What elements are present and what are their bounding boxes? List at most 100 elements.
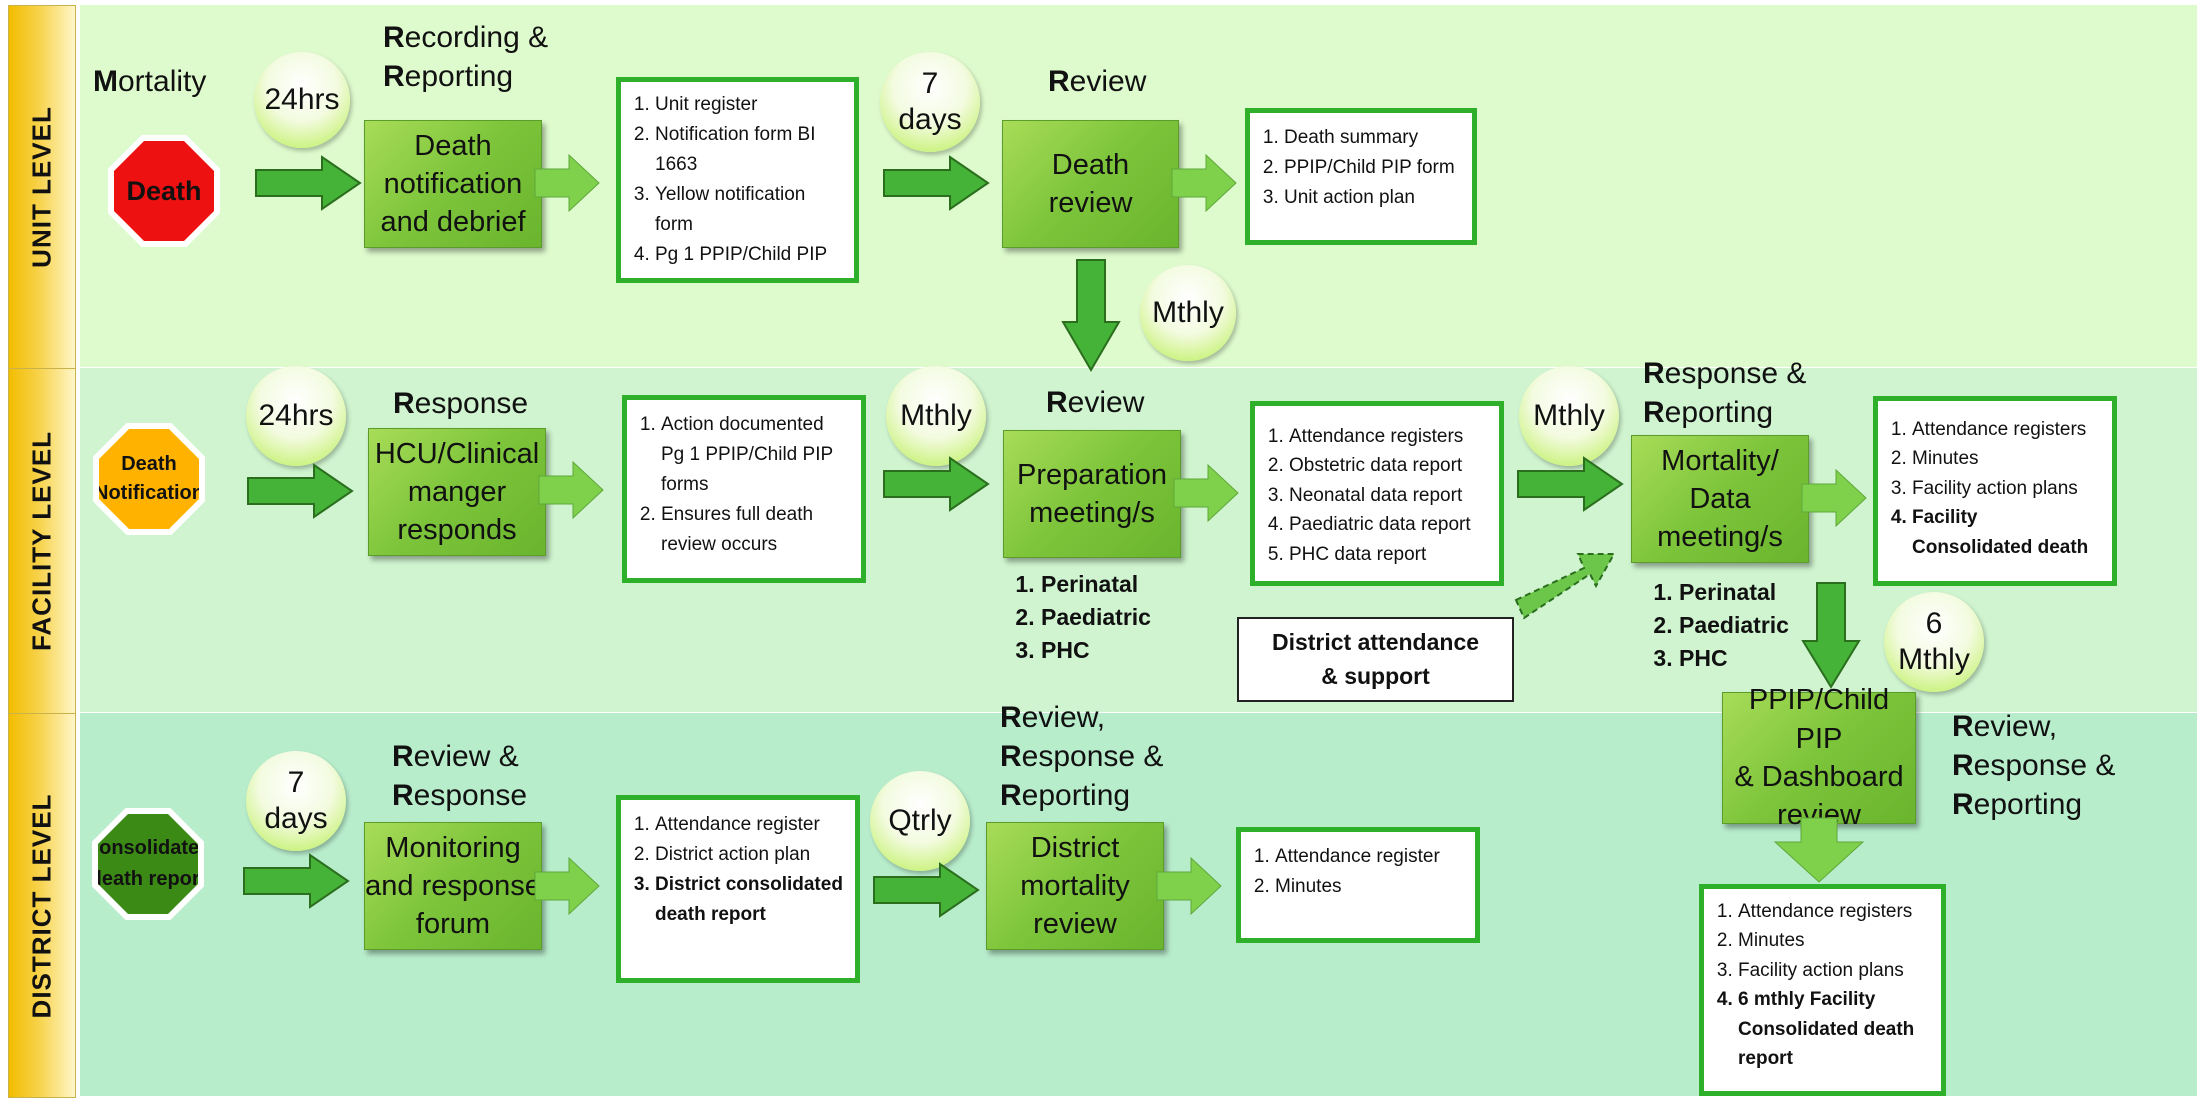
list-item: Paediatric: [1041, 601, 1151, 634]
arrow-right-icon: [1173, 463, 1239, 523]
title-line: Response &: [1643, 357, 1807, 390]
box-line: meeting/s: [1657, 521, 1783, 554]
arrow-right-icon: [1156, 856, 1222, 916]
mortality-title: Mortality: [93, 65, 207, 98]
box-line: and response: [365, 869, 541, 902]
title-line: Reporting: [1643, 396, 1774, 429]
list-item: Minutes: [1912, 444, 2100, 473]
facility-list1: Action documented Pg 1 PPIP/Child PIP fo…: [622, 395, 866, 583]
facility-step1-title: Response: [393, 387, 529, 420]
unit-step1-title: Recording & Reporting: [383, 18, 548, 96]
title-line: Response &: [1000, 740, 1164, 773]
stop-line: Consolidated: [84, 837, 212, 859]
list-item: Paediatric data report: [1289, 510, 1487, 539]
timer-facility-mthly-2: Mthly: [1519, 366, 1619, 466]
district-mortality-review-box: District mortality review: [986, 822, 1164, 950]
district-list1: Attendance register District action plan…: [616, 795, 860, 983]
title-line: Response &: [1952, 749, 2116, 782]
district-list3: Attendance registers Minutes Facility ac…: [1699, 884, 1946, 1096]
arrow-right-icon: [883, 155, 990, 211]
box-line: review: [1033, 908, 1117, 941]
list-item: PHC: [1041, 634, 1151, 667]
list-item: District consolidated death report: [655, 870, 843, 930]
box-line: forum: [415, 908, 491, 941]
box-line: Death: [414, 129, 492, 162]
stop-line: Death: [121, 453, 177, 475]
arrow-right-icon: [534, 856, 600, 916]
facility-bold-list1: Perinatal Paediatric PHC: [1001, 568, 1151, 667]
list-item: Attendance registers: [1912, 415, 2100, 444]
box-line: Monitoring: [385, 831, 521, 864]
arrow-right-icon: [1517, 456, 1624, 512]
list-item: PHC data report: [1289, 540, 1487, 569]
title-line: Response: [392, 779, 528, 812]
box-line: Data: [1689, 482, 1751, 515]
list-item: Facility action plans: [1738, 956, 1929, 985]
box-line: PPIP/Child PIP: [1748, 684, 1890, 755]
timer-unit-mthly: Mthly: [1140, 265, 1236, 361]
district-list2: Attendance register Minutes: [1236, 827, 1480, 943]
death-stop-sign: Death: [108, 135, 220, 247]
facility-step2-title: Review: [1046, 386, 1145, 419]
box-line: meeting/s: [1029, 497, 1155, 529]
unit-step2-title: Review: [1048, 65, 1147, 98]
lane-label-facility: FACILITY LEVEL: [26, 430, 57, 652]
list-item: 6 mthly Facility Consolidated death repo…: [1738, 985, 1929, 1073]
list-item: District action plan: [655, 840, 843, 870]
box-line: & Dashboard: [1734, 761, 1904, 793]
arrow-right-icon: [538, 460, 604, 520]
list-item: Neonatal data report: [1289, 481, 1487, 510]
timer-facility-mthly: Mthly: [886, 366, 986, 466]
unit-list2: Death summary PPIP/Child PIP form Unit a…: [1245, 108, 1477, 245]
timer-district-qtrly: Qtrly: [870, 771, 970, 871]
arrow-down-icon: [1801, 582, 1861, 689]
list-item: Attendance register: [1275, 842, 1463, 872]
list-item: Ensures full death review occurs: [661, 500, 849, 560]
facility-step3-title: Response & Reporting: [1643, 354, 1806, 432]
timer-facility-24hrs: 24hrs: [246, 366, 346, 466]
dashed-arrow-icon: [1514, 553, 1616, 620]
box-line: and debrief: [380, 206, 526, 239]
list-item: Yellow notification form: [655, 180, 842, 240]
title-line: Review &: [392, 740, 519, 773]
list-item: Attendance register: [655, 810, 843, 840]
district-step2-title: Review, Response & Reporting: [1000, 698, 1163, 815]
box-line: Mortality/: [1661, 444, 1779, 477]
list-item: Facility Consolidated death: [1912, 503, 2100, 562]
stop-line: Notification: [94, 482, 204, 504]
box-line: District: [1030, 831, 1120, 864]
facility-bold-list2: Perinatal Paediatric PHC: [1639, 576, 1789, 675]
list-item: Attendance registers: [1289, 422, 1487, 451]
title-line: Reporting: [1952, 788, 2083, 821]
lane-tab-unit: UNIT LEVEL: [8, 5, 76, 369]
arrow-right-icon: [1801, 468, 1867, 528]
death-stop-label: Death: [114, 141, 214, 241]
list-item: Pg 1 PPIP/Child PIP: [655, 240, 842, 270]
list-item: PPIP/Child PIP form: [1284, 153, 1460, 183]
box-line: HCU/Clinical: [374, 437, 540, 470]
box-line: mortality: [1020, 869, 1130, 902]
title-line: Review,: [1000, 701, 1106, 734]
list-item: Attendance registers: [1738, 897, 1929, 926]
list-item: Notification form BI 1663: [655, 120, 842, 180]
title-line: Review,: [1952, 710, 2058, 743]
arrow-right-icon: [243, 853, 350, 909]
arrow-right-icon: [1171, 153, 1237, 213]
list-item: Action documented Pg 1 PPIP/Child PIP fo…: [661, 410, 849, 500]
timer-unit-24hrs: 24hrs: [254, 52, 350, 148]
lane-label-unit: UNIT LEVEL: [26, 106, 57, 268]
unit-list1: Unit register Notification form BI 1663 …: [616, 77, 859, 283]
support-line: District attendance: [1271, 629, 1480, 656]
list-item: Paediatric: [1679, 609, 1789, 642]
support-line: & support: [1321, 662, 1430, 689]
lane-tab-facility: FACILITY LEVEL: [8, 368, 76, 714]
